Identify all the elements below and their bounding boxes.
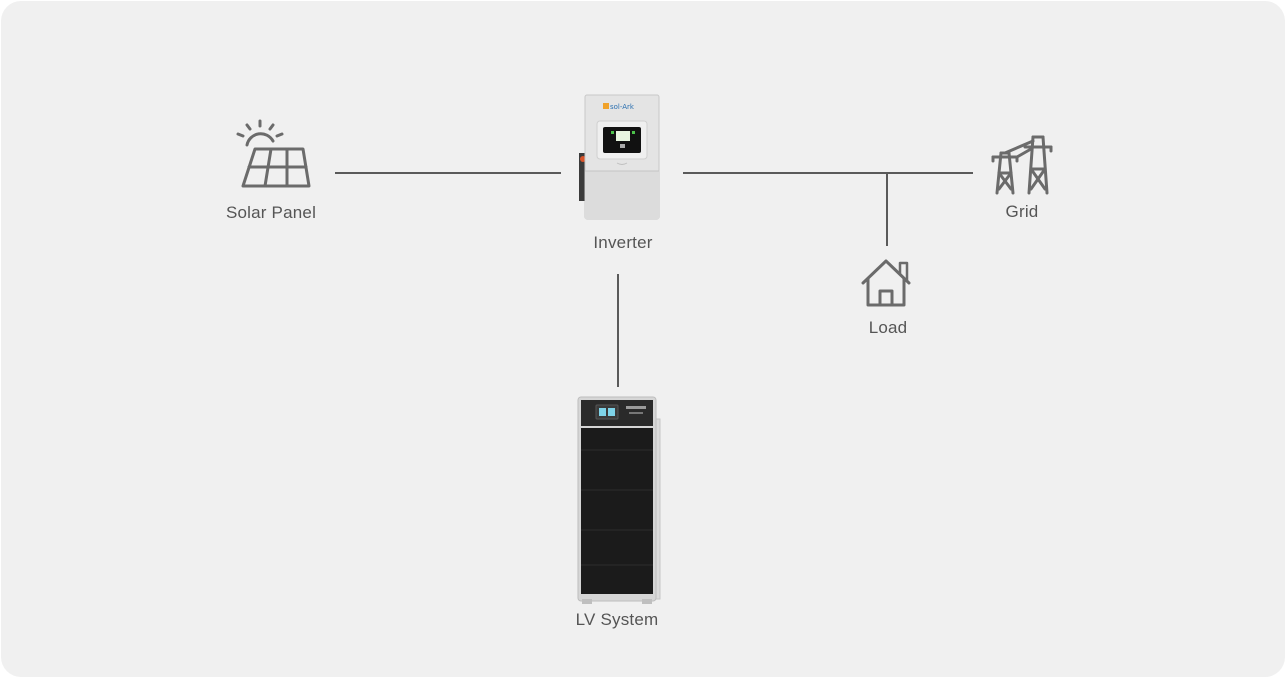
house-icon [861,259,911,307]
lv-system-label: LV System [575,610,659,629]
load-label: Load [868,318,908,337]
inverter-brand-text: sol-Ark [610,103,635,111]
load-branch-connector [886,173,888,246]
solar-inverter-connector [335,172,561,174]
grid-label: Grid [1005,202,1039,221]
inverter-image: sol-Ark [579,93,663,221]
solar-panel-label: Solar Panel [225,203,317,222]
solar-panel-icon [233,119,313,191]
inverter-grid-connector [683,172,973,174]
battery-cabinet-image [576,395,662,605]
inverter-battery-connector [617,274,619,387]
inverter-label: Inverter [593,233,653,252]
power-tower-icon [991,133,1055,197]
